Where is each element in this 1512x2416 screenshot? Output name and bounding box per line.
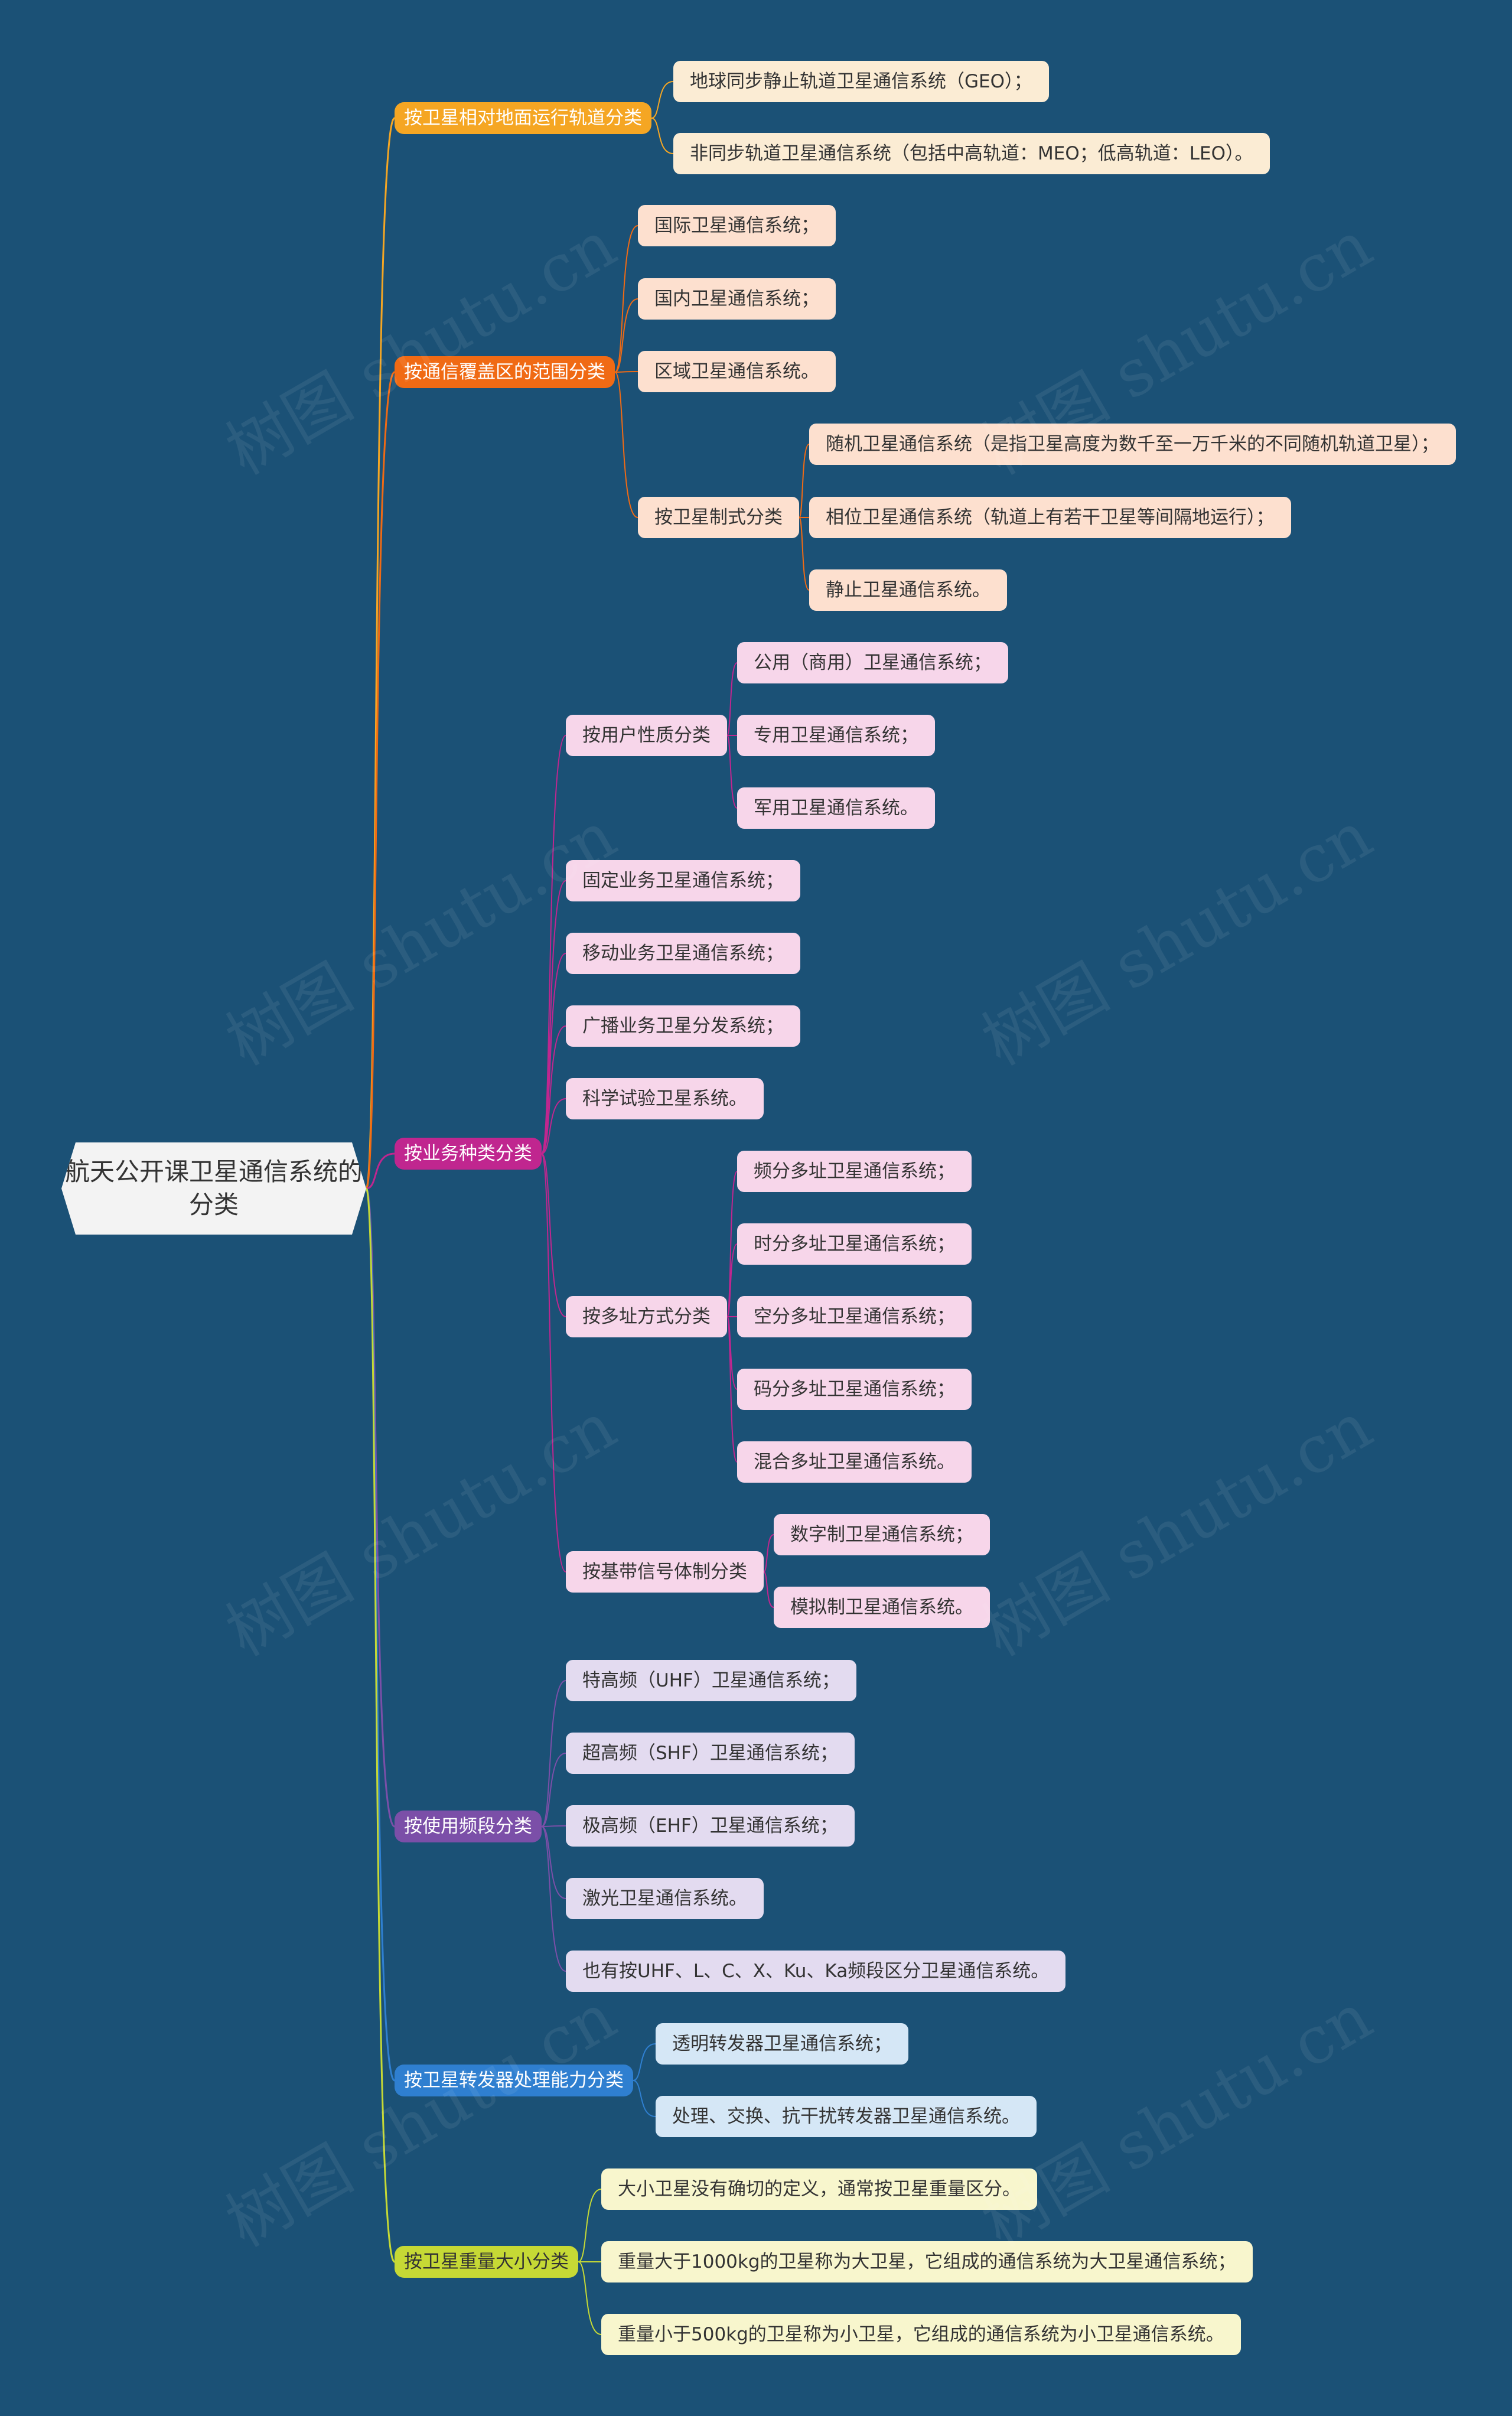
connector-service-3 — [541, 1025, 566, 1154]
leaf-service-6-1[interactable]: 模拟制卫星通信系统。 — [774, 1587, 990, 1628]
leaf-orbit-1[interactable]: 非同步轨道卫星通信系统（包括中高轨道：MEO；低高轨道：LEO）。 — [673, 133, 1270, 174]
connector-root-weight — [365, 1187, 396, 2263]
branch-band[interactable]: 按使用频段分类 — [395, 1811, 542, 1842]
leaf-service-2[interactable]: 移动业务卫星通信系统； — [566, 933, 800, 974]
connector-root-service — [366, 1152, 395, 1190]
leaf-service-0-2[interactable]: 军用卫星通信系统。 — [737, 787, 935, 829]
connector-transponder-0 — [633, 2043, 656, 2081]
leaf-band-4[interactable]: 也有按UHF、L、C、X、Ku、Ka频段区分卫星通信系统。 — [566, 1951, 1066, 1992]
connector-orbit-1 — [651, 118, 674, 154]
leaf-service-0-1[interactable]: 专用卫星通信系统； — [737, 715, 935, 756]
connector-band-4 — [541, 1826, 566, 1972]
leaf-service-5-2[interactable]: 空分多址卫星通信系统； — [737, 1296, 972, 1337]
connector-root-coverage — [365, 371, 396, 1190]
leaf-coverage-0[interactable]: 国际卫星通信系统； — [638, 205, 836, 246]
leaf-transponder-0[interactable]: 透明转发器卫星通信系统； — [656, 2023, 908, 2065]
connector-band-0 — [541, 1680, 566, 1827]
leaf-service-6-0[interactable]: 数字制卫星通信系统； — [774, 1514, 990, 1555]
leaf-coverage-3-1[interactable]: 相位卫星通信系统（轨道上有若干卫星等间隔地运行）； — [809, 497, 1291, 538]
connector-band-3 — [541, 1826, 566, 1899]
leaf-orbit-0[interactable]: 地球同步静止轨道卫星通信系统（GEO）； — [673, 61, 1049, 102]
connector-service-5 — [541, 1153, 566, 1317]
connector-orbit-0 — [651, 81, 674, 119]
branch-coverage[interactable]: 按通信覆盖区的范围分类 — [395, 356, 615, 388]
connector-service-0-0 — [726, 662, 738, 736]
subtopic-service-6[interactable]: 按基带信号体制分类 — [566, 1551, 764, 1593]
branch-orbit[interactable]: 按卫星相对地面运行轨道分类 — [395, 102, 651, 134]
leaf-coverage-3-0[interactable]: 随机卫星通信系统（是指卫星高度为数千至一万千米的不同随机轨道卫星）； — [809, 424, 1456, 465]
leaf-service-3[interactable]: 广播业务卫星分发系统； — [566, 1005, 800, 1047]
leaf-coverage-2[interactable]: 区域卫星通信系统。 — [638, 351, 836, 392]
leaf-weight-2[interactable]: 重量小于500kg的卫星称为小卫星，它组成的通信系统为小卫星通信系统。 — [601, 2314, 1241, 2355]
leaf-service-5-3[interactable]: 码分多址卫星通信系统； — [737, 1369, 972, 1410]
connector-service-0 — [541, 735, 566, 1154]
branch-transponder[interactable]: 按卫星转发器处理能力分类 — [395, 2065, 633, 2096]
branch-weight[interactable]: 按卫星重量大小分类 — [395, 2246, 578, 2278]
connector-weight-0 — [578, 2189, 602, 2262]
connector-coverage-0 — [614, 225, 638, 373]
connector-band-1 — [541, 1753, 566, 1827]
leaf-service-4[interactable]: 科学试验卫星系统。 — [566, 1078, 764, 1119]
connector-service-5-1 — [726, 1243, 738, 1317]
leaf-service-5-1[interactable]: 时分多址卫星通信系统； — [737, 1223, 972, 1265]
leaf-service-5-4[interactable]: 混合多址卫星通信系统。 — [737, 1441, 972, 1483]
subtopic-coverage-3[interactable]: 按卫星制式分类 — [638, 497, 799, 538]
connector-coverage-3-0 — [799, 444, 810, 518]
leaf-band-1[interactable]: 超高频（SHF）卫星通信系统； — [566, 1733, 855, 1774]
connector-service-6-1 — [763, 1571, 774, 1608]
leaf-service-1[interactable]: 固定业务卫星通信系统； — [566, 860, 800, 901]
connector-service-2 — [541, 953, 566, 1154]
connector-coverage-3-2 — [799, 517, 810, 591]
root-title: 航天公开课卫星通信系统的分类 — [64, 1157, 363, 1219]
connector-service-4 — [541, 1098, 566, 1154]
connector-weight-2 — [578, 2261, 602, 2335]
leaf-service-5-0[interactable]: 频分多址卫星通信系统； — [737, 1151, 972, 1192]
subtopic-service-0[interactable]: 按用户性质分类 — [566, 715, 727, 756]
leaf-weight-0[interactable]: 大小卫星没有确切的定义，通常按卫星重量区分。 — [601, 2168, 1037, 2210]
leaf-band-0[interactable]: 特高频（UHF）卫星通信系统； — [566, 1660, 856, 1701]
leaf-coverage-1[interactable]: 国内卫星通信系统； — [638, 278, 836, 320]
leaf-band-3[interactable]: 激光卫星通信系统。 — [566, 1878, 764, 1919]
leaf-weight-1[interactable]: 重量大于1000kg的卫星称为大卫星，它组成的通信系统为大卫星通信系统； — [601, 2241, 1253, 2282]
branch-service[interactable]: 按业务种类分类 — [395, 1138, 542, 1170]
connector-service-0-2 — [726, 735, 738, 809]
connector-service-6 — [541, 1153, 566, 1572]
connector-coverage-3 — [614, 372, 638, 518]
subtopic-service-5[interactable]: 按多址方式分类 — [566, 1296, 727, 1337]
leaf-band-2[interactable]: 极高频（EHF）卫星通信系统； — [566, 1805, 855, 1847]
leaf-coverage-3-2[interactable]: 静止卫星通信系统。 — [809, 569, 1007, 611]
root-topic[interactable]: 航天公开课卫星通信系统的分类 — [61, 1142, 366, 1235]
connector-transponder-1 — [633, 2080, 656, 2117]
leaf-service-0-0[interactable]: 公用（商用）卫星通信系统； — [737, 642, 1008, 683]
leaf-transponder-1[interactable]: 处理、交换、抗干扰转发器卫星通信系统。 — [656, 2096, 1037, 2137]
connector-service-5-4 — [726, 1316, 738, 1463]
connector-coverage-1 — [614, 298, 638, 373]
connector-service-6-0 — [763, 1534, 774, 1572]
